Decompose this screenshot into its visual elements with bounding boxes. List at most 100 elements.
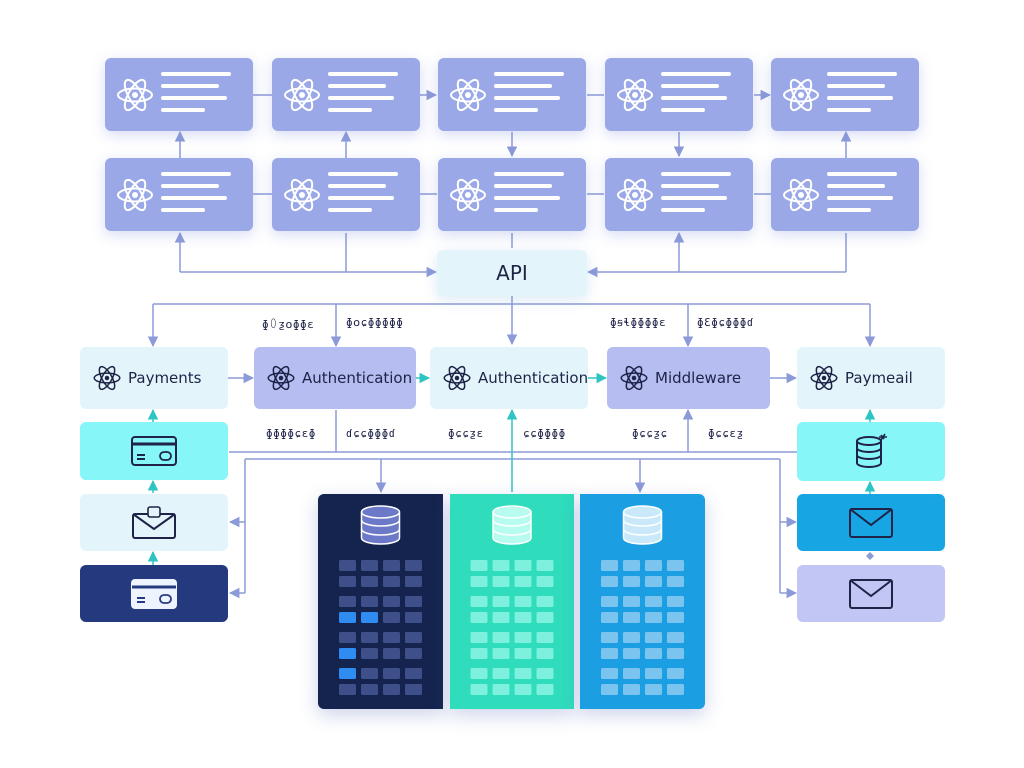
placeholder-line [161, 196, 227, 200]
table-cell [383, 576, 400, 587]
table-cell [470, 684, 488, 695]
mail-node-lavender[interactable] [797, 565, 945, 622]
table-cell [405, 560, 422, 571]
table-cell [470, 560, 488, 571]
table-cell [383, 684, 400, 695]
table-cell [536, 668, 554, 679]
component-card[interactable] [771, 58, 919, 131]
placeholder-line [328, 108, 372, 112]
table-cell [405, 668, 422, 679]
service-paymeail[interactable]: Paymeail [797, 347, 945, 409]
table-cell [601, 648, 618, 659]
placeholder-line [661, 96, 727, 100]
component-card[interactable] [771, 158, 919, 231]
component-card[interactable] [605, 158, 753, 231]
mail-node-blue[interactable] [797, 494, 945, 551]
table-cell [470, 612, 488, 623]
table-cell [623, 596, 640, 607]
table-cell [361, 596, 378, 607]
table-cell [514, 632, 532, 643]
table-cell [536, 632, 554, 643]
table-cell [645, 612, 662, 623]
react-atom-icon [809, 363, 839, 393]
table-cell [623, 684, 640, 695]
placeholder-line [161, 172, 231, 176]
component-card[interactable] [105, 158, 253, 231]
payment-card-node[interactable] [80, 422, 228, 480]
table-cell [339, 684, 356, 695]
table-cell [536, 612, 554, 623]
table-cell [667, 576, 684, 587]
component-card[interactable] [272, 58, 420, 131]
database-icon [856, 433, 887, 468]
service-authentication-secondary[interactable]: Authentication [430, 347, 588, 409]
table-cell [492, 632, 510, 643]
table-cell [601, 560, 618, 571]
table-cell [361, 632, 378, 643]
service-authentication[interactable]: Authentication [254, 347, 416, 409]
table-cell [514, 596, 532, 607]
glyph-label: ɗɕɕɸɸɸɗ [346, 427, 396, 440]
table-cell [492, 668, 510, 679]
table-cell [667, 612, 684, 623]
placeholder-line [494, 72, 564, 76]
table-cell [339, 668, 356, 679]
table-cell [601, 668, 618, 679]
react-atom-icon [115, 175, 155, 219]
table-cell [470, 632, 488, 643]
database-column-secondary[interactable] [450, 494, 574, 709]
component-card[interactable] [605, 58, 753, 131]
glyph-label: ɸ໐ɕɸɸɸɸɸ [346, 316, 404, 329]
service-label: Paymeail [845, 369, 913, 387]
payment-card-node-dark[interactable] [80, 565, 228, 622]
table-cell [623, 612, 640, 623]
table-cell [645, 560, 662, 571]
placeholder-line [161, 96, 227, 100]
table-cell [536, 648, 554, 659]
component-card[interactable] [105, 58, 253, 131]
table-cell [405, 684, 422, 695]
placeholder-line [661, 72, 731, 76]
table-cell [383, 668, 400, 679]
api-gateway[interactable]: API [437, 250, 587, 296]
table-cell [339, 576, 356, 587]
table-cell [470, 648, 488, 659]
table-cell [405, 648, 422, 659]
database-node[interactable] [797, 422, 945, 481]
table-cell [361, 612, 378, 623]
table-cell [514, 684, 532, 695]
table-cell [492, 684, 510, 695]
service-payments[interactable]: Payments [80, 347, 228, 409]
placeholder-line [494, 84, 552, 88]
database-column-tertiary[interactable] [580, 494, 705, 709]
glyph-label: ɸƐɸɕɸɸɸɗ [697, 316, 754, 329]
react-atom-icon [448, 175, 488, 219]
glyph-label: ɸɕɕɛƺ [708, 427, 744, 440]
service-middleware[interactable]: Middleware [607, 347, 770, 409]
placeholder-line [661, 108, 705, 112]
react-atom-icon [615, 175, 655, 219]
table-cell [645, 668, 662, 679]
glyph-label: ɸɸɸɸɕɛɸ [266, 427, 316, 440]
database-column-primary[interactable] [318, 494, 443, 709]
component-card[interactable] [272, 158, 420, 231]
table-cell [361, 668, 378, 679]
mail-node[interactable] [80, 494, 228, 551]
table-cell [536, 576, 554, 587]
component-card[interactable] [438, 158, 586, 231]
service-label: Authentication [302, 369, 413, 387]
table-cell [339, 612, 356, 623]
table-cell [601, 684, 618, 695]
component-card[interactable] [438, 58, 586, 131]
placeholder-line [827, 84, 885, 88]
table-cell [361, 560, 378, 571]
glyph-label: ɕɕɸɸɸɸ [523, 427, 566, 440]
table-cell [361, 648, 378, 659]
react-atom-icon [781, 175, 821, 219]
react-atom-icon [115, 75, 155, 119]
placeholder-line [494, 196, 560, 200]
placeholder-line [328, 208, 372, 212]
table-cell [383, 596, 400, 607]
api-label: API [496, 261, 528, 285]
